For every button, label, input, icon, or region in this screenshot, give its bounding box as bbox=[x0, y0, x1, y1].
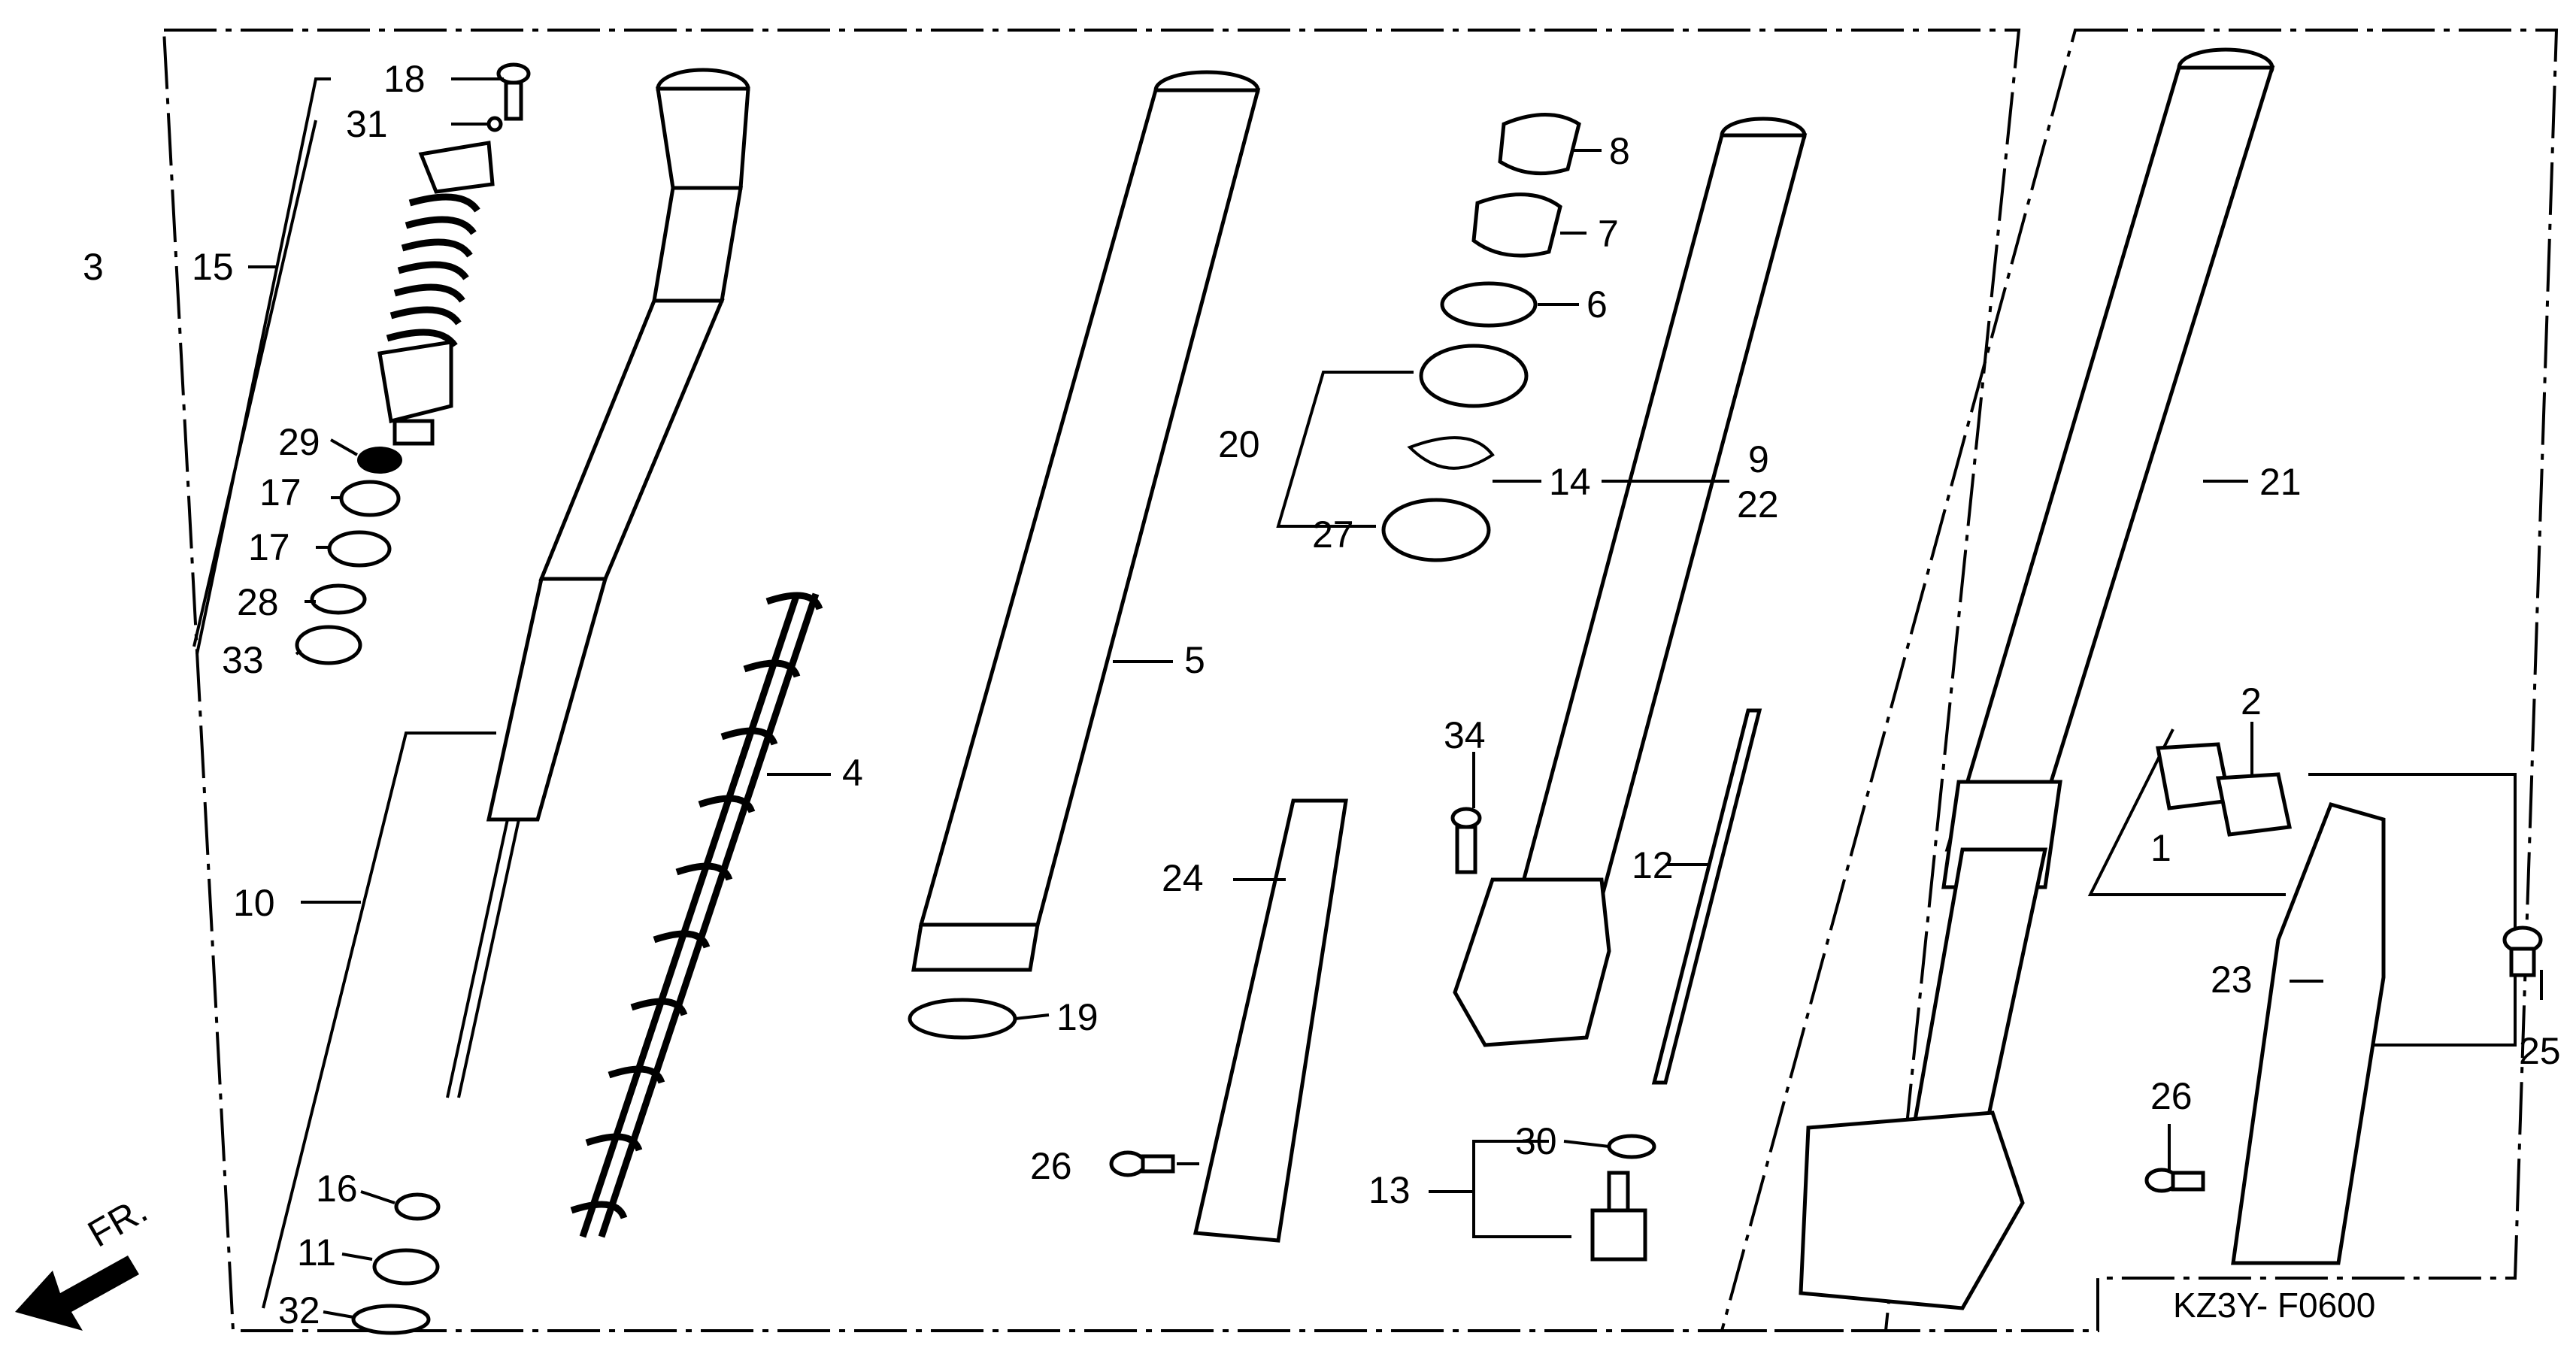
bearing-20 bbox=[1419, 344, 1529, 408]
label-33: 33 bbox=[222, 639, 264, 681]
fork-guard-24 bbox=[1193, 798, 1348, 1243]
o-ring-31 bbox=[486, 116, 503, 132]
label-11: 11 bbox=[297, 1231, 336, 1274]
washer-6 bbox=[1440, 281, 1538, 328]
label-17a: 17 bbox=[259, 471, 302, 513]
bracket-10 bbox=[262, 732, 496, 1309]
washer-32 bbox=[351, 1304, 431, 1335]
label-12: 12 bbox=[1632, 844, 1674, 886]
guide-7 bbox=[1471, 192, 1562, 258]
label-32: 32 bbox=[278, 1289, 320, 1331]
right-panel-border bbox=[1720, 29, 2559, 1332]
leader-32 bbox=[323, 1310, 354, 1319]
label-18: 18 bbox=[383, 58, 426, 100]
label-26b: 26 bbox=[2150, 1075, 2193, 1117]
label-15: 15 bbox=[192, 246, 234, 288]
bolt-25 bbox=[2502, 925, 2543, 977]
leader-16 bbox=[360, 1190, 395, 1204]
bolt-26b bbox=[2144, 1168, 2205, 1193]
outer-fork-tube-21 bbox=[1799, 47, 2275, 1310]
label-27: 27 bbox=[1312, 513, 1354, 556]
label-3: 3 bbox=[83, 246, 104, 288]
label-19: 19 bbox=[1056, 996, 1099, 1038]
direction-label: FR. bbox=[81, 1189, 155, 1256]
outer-fork-tube-5 bbox=[911, 70, 1261, 972]
label-14: 14 bbox=[1549, 461, 1591, 503]
label-8: 8 bbox=[1609, 130, 1630, 172]
label-25: 25 bbox=[2519, 1030, 2561, 1072]
label-20: 20 bbox=[1218, 423, 1260, 465]
bearing-27 bbox=[1381, 498, 1491, 562]
ring-11 bbox=[372, 1248, 440, 1286]
bolt-34 bbox=[1450, 807, 1482, 874]
label-30: 30 bbox=[1515, 1120, 1557, 1162]
label-16: 16 bbox=[316, 1168, 358, 1210]
label-6: 6 bbox=[1587, 283, 1608, 326]
ring-28 bbox=[310, 583, 367, 615]
stopper-ring-19 bbox=[908, 998, 1017, 1040]
fork-guard-23 bbox=[2231, 801, 2386, 1265]
seal-29 bbox=[357, 447, 402, 474]
label-5: 5 bbox=[1184, 639, 1205, 681]
fork-spring-4-coils bbox=[570, 592, 823, 1219]
washer-30 bbox=[1607, 1134, 1656, 1159]
clip-14 bbox=[1407, 436, 1495, 470]
label-2: 2 bbox=[2241, 680, 2262, 722]
label-23: 23 bbox=[2211, 959, 2253, 1001]
bushing-17b bbox=[327, 530, 392, 568]
bracket-13 bbox=[1472, 1140, 1571, 1238]
bolt-26a bbox=[1109, 1150, 1175, 1177]
inner-fork-tube-9 bbox=[1453, 117, 1808, 1047]
fork-damper-rod-10 bbox=[446, 68, 750, 1098]
seal-33 bbox=[295, 625, 362, 665]
bracket-1-2 bbox=[2087, 729, 2286, 896]
bushing-17a bbox=[339, 480, 401, 517]
arrow-left-down-icon bbox=[15, 1256, 139, 1331]
label-26a: 26 bbox=[1030, 1145, 1072, 1187]
label-9: 9 bbox=[1748, 438, 1769, 480]
label-17b: 17 bbox=[248, 526, 290, 568]
label-1: 1 bbox=[2150, 827, 2171, 869]
diagram-code: KZ3Y- F0600 bbox=[2173, 1286, 2375, 1325]
label-4: 4 bbox=[842, 752, 863, 794]
leader-11 bbox=[341, 1253, 373, 1261]
label-29: 29 bbox=[278, 421, 320, 463]
label-22: 22 bbox=[1737, 483, 1779, 526]
label-10: 10 bbox=[233, 882, 275, 924]
bolt-18 bbox=[496, 62, 531, 121]
guide-8 bbox=[1498, 113, 1581, 176]
label-7: 7 bbox=[1598, 213, 1619, 255]
label-21: 21 bbox=[2259, 461, 2302, 503]
bracket-3-lower bbox=[192, 120, 317, 647]
label-13: 13 bbox=[1368, 1169, 1411, 1211]
nut-16 bbox=[394, 1192, 441, 1221]
leader-lines bbox=[248, 77, 2543, 1193]
bracket-20 bbox=[1276, 371, 1414, 528]
bracket-23 bbox=[2286, 773, 2517, 1047]
fork-spring-4 bbox=[579, 592, 820, 1238]
label-24: 24 bbox=[1162, 857, 1204, 899]
label-28: 28 bbox=[237, 581, 279, 623]
damper-cartridge-15 bbox=[377, 141, 495, 446]
clamp-2 bbox=[2215, 772, 2293, 837]
rod-12 bbox=[1651, 708, 1762, 1085]
label-34: 34 bbox=[1444, 714, 1486, 756]
label-31: 31 bbox=[346, 103, 388, 145]
drain-bolt-13 bbox=[1590, 1171, 1647, 1262]
